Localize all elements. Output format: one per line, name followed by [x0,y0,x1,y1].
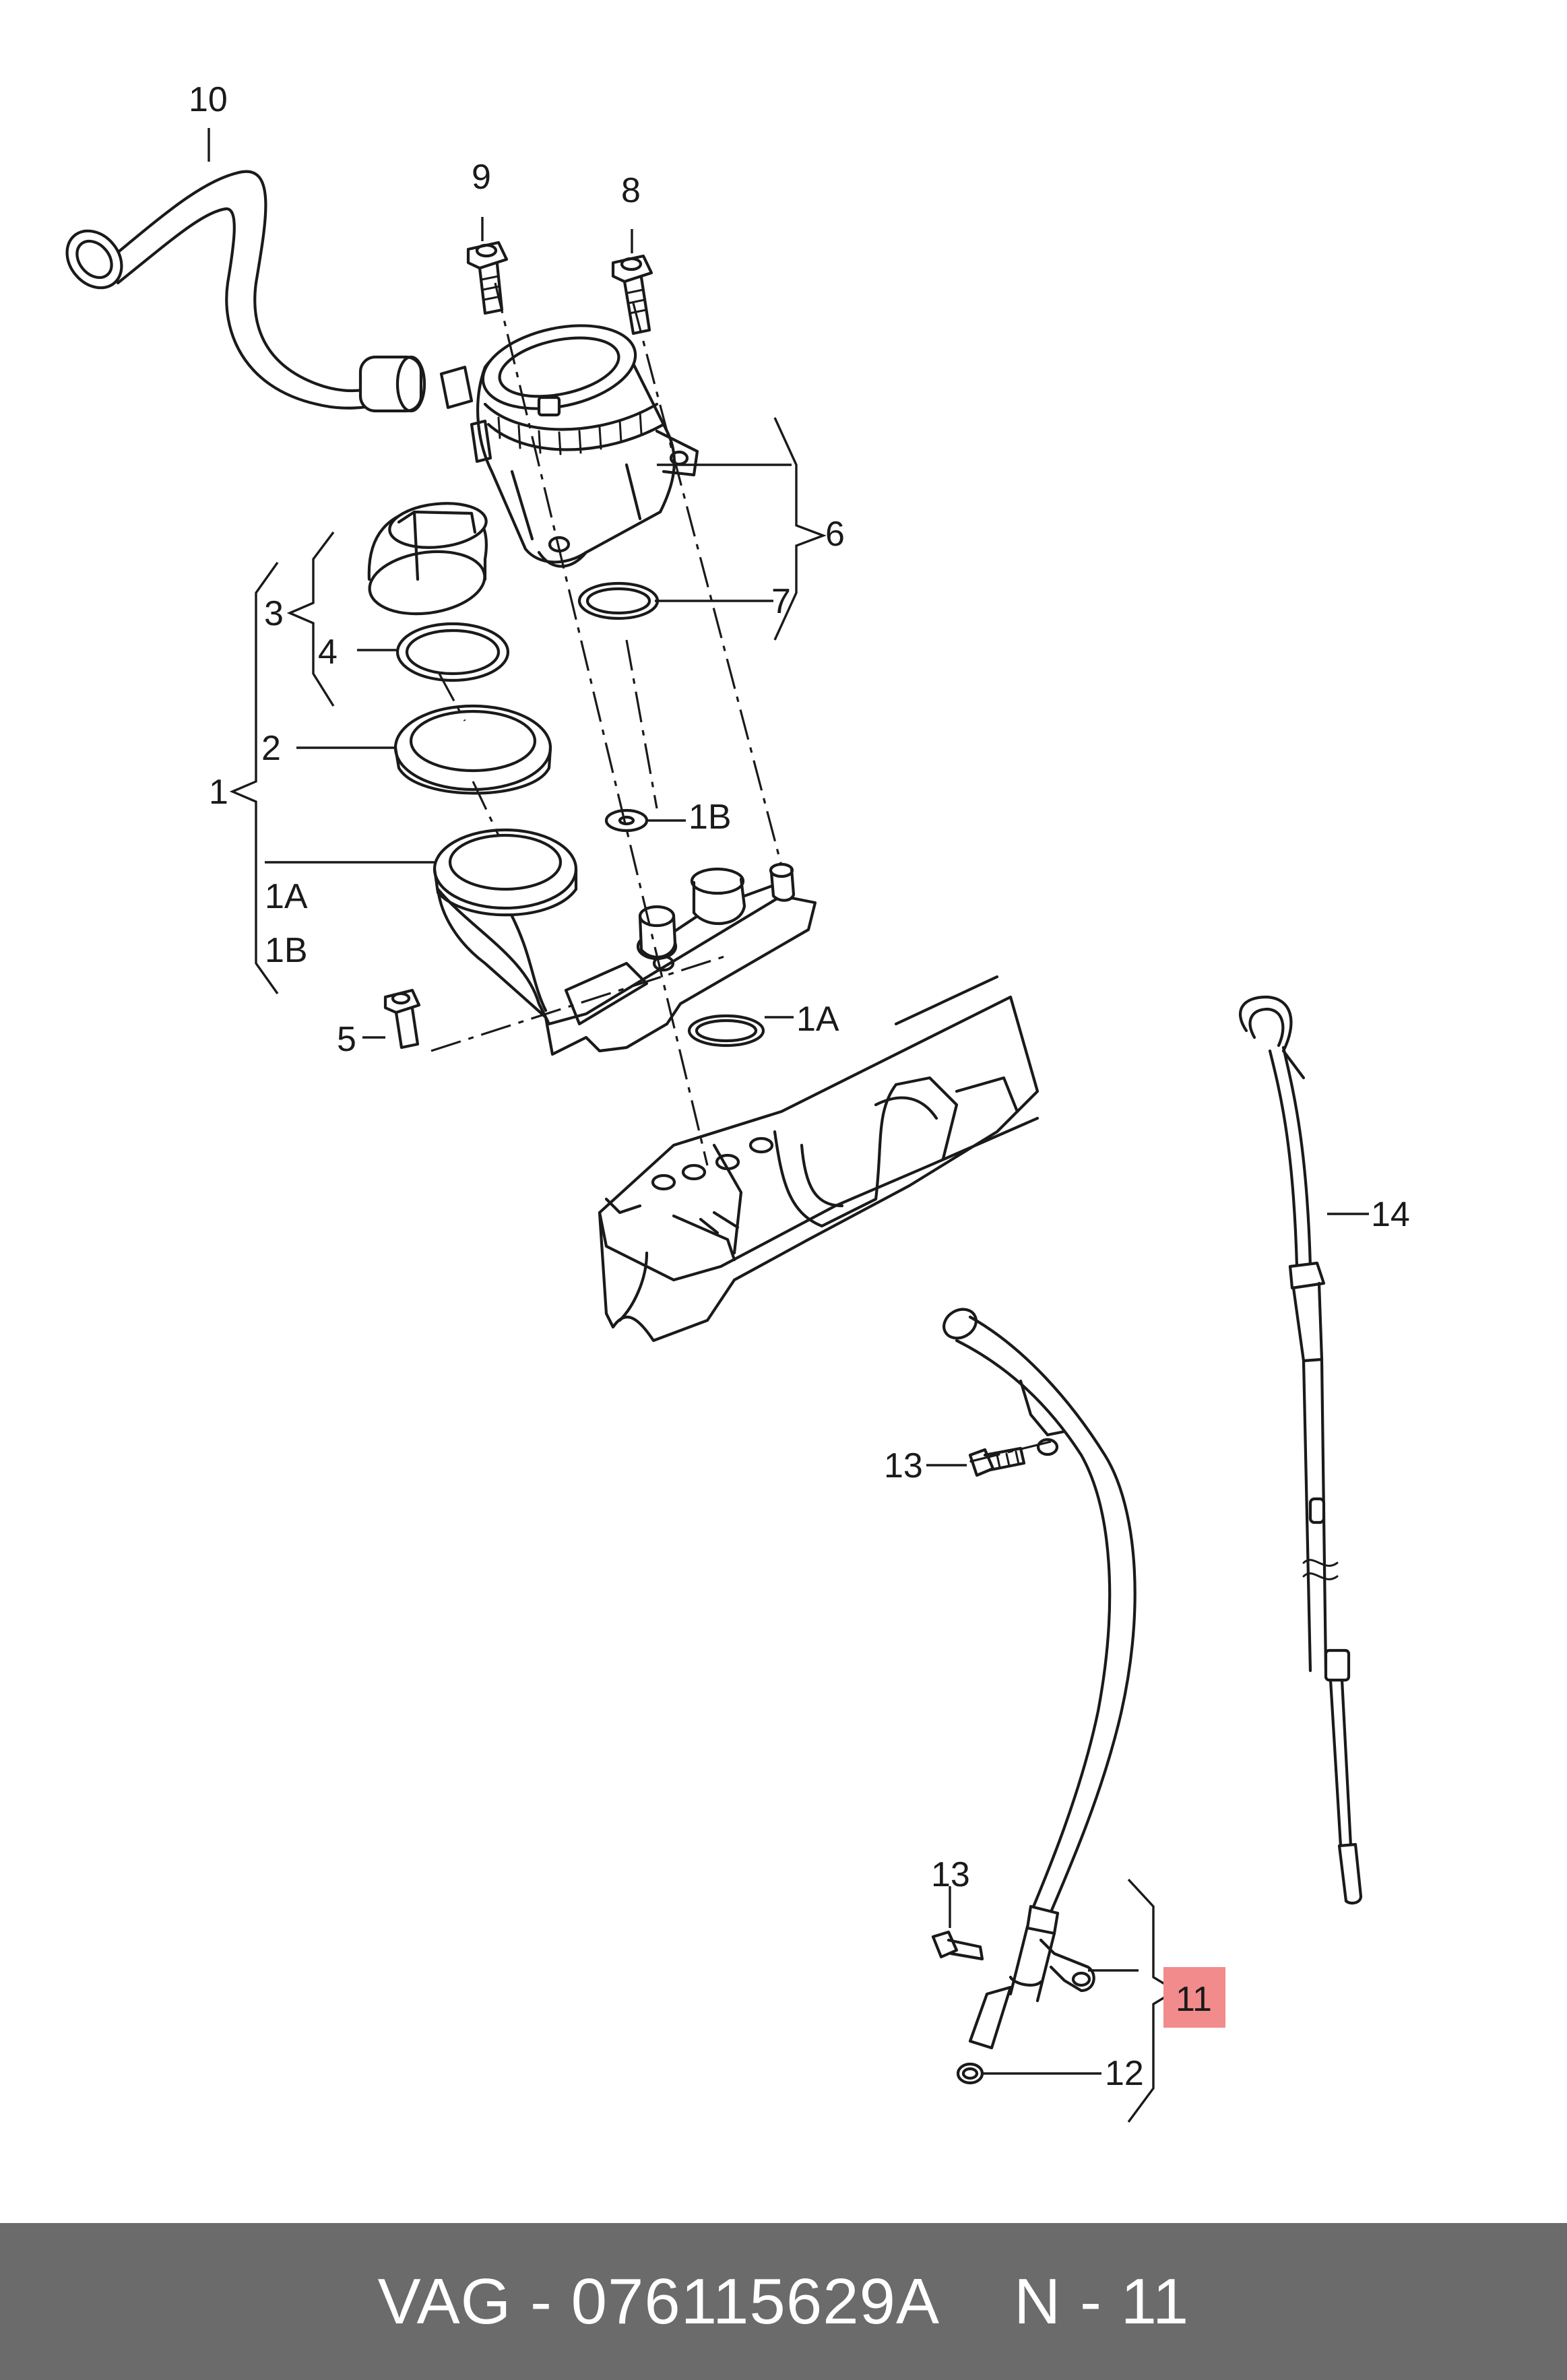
part-1b-washer [604,808,649,833]
callout-8: 8 [621,171,641,210]
callout-1b: 1B [689,798,732,837]
part-4-seal-inner [405,629,501,676]
part-number-footer: VAG - 076115629A N - 11 [0,2223,1567,2380]
footer-page-code: N - 11 [1014,2265,1190,2338]
footer-brand: VAG [377,2265,512,2338]
part-1-filler-neck [433,828,817,1056]
part-11-guide-tube [942,1308,1137,2050]
callout-1: 1 [209,773,228,812]
callout-10: 10 [189,80,228,119]
part-3-filler-cap [367,502,488,616]
callout-1a-left: 1A [265,877,308,916]
part-12-seal [956,2062,984,2085]
highlight-part-11 [1163,1967,1225,2028]
callout-7: 7 [771,582,791,621]
part-4-seal [395,622,510,682]
callout-9: 9 [472,158,491,197]
bolt-5 [383,988,421,1050]
part-14-dipstick [1238,995,1363,1905]
footer-separator: - [530,2265,552,2338]
footer-part-number: 076115629A [571,2265,940,2338]
assembly-center-lines [430,282,1052,1465]
part-10-hose [65,170,474,413]
exploded-parts-diagram: 10 9 8 6 7 3 4 2 1 1A 1B 1B 1A 5 14 13 1… [65,80,1410,2123]
part-6-oil-separator [470,324,699,568]
callout-14: 14 [1371,1195,1410,1234]
callout-labels: 10 9 8 6 7 3 4 2 1 1A 1B 1B 1A 5 14 13 1… [189,80,1410,2093]
part-12-seal-inner [961,2067,979,2080]
callout-13-lower: 13 [931,1855,970,1894]
part-7-o-ring-inner [585,587,651,615]
callout-2: 2 [261,729,281,768]
callout-3: 3 [264,594,284,633]
callout-1b-left: 1B [265,931,308,970]
callout-4: 4 [318,633,338,672]
bolt-8 [611,254,653,335]
callout-1a: 1A [796,1000,839,1039]
callout-11: 11 [1176,1980,1212,2019]
part-1b-washer-hole [618,815,635,826]
bolt-13-upper [968,1446,1026,1477]
bolt-13-lower [931,1930,984,1961]
part-2-ring [393,704,552,795]
callout-5: 5 [337,1020,356,1059]
callout-6: 6 [825,515,845,554]
cylinder-head-cover [598,975,1040,1343]
callout-13-upper: 13 [884,1446,923,1485]
leader-lines [207,128,1369,2123]
part-1a-o-ring-inner [695,1019,758,1043]
part-1a-o-ring [687,1014,765,1048]
callout-12: 12 [1105,2054,1144,2093]
